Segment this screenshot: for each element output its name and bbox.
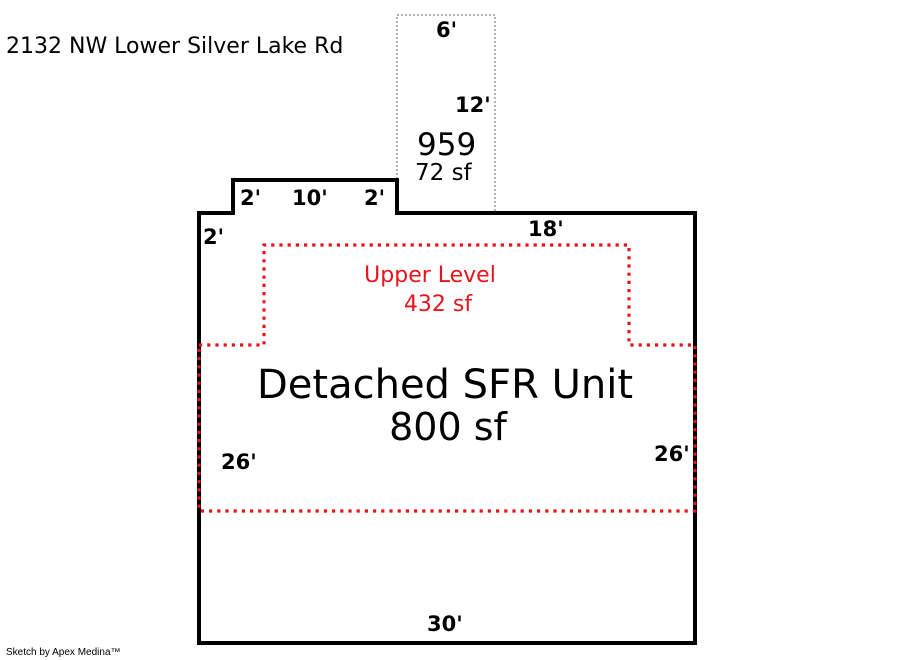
bump-right-dimension: 2' xyxy=(364,186,385,210)
bottom-dimension: 30' xyxy=(427,612,463,636)
addition-area: 72 sf xyxy=(415,160,473,186)
addition-id: 959 xyxy=(417,127,476,163)
main-unit-outline xyxy=(197,178,697,645)
property-address: 2132 NW Lower Silver Lake Rd xyxy=(6,34,343,59)
upper-level-label: Upper Level xyxy=(364,263,496,288)
addition-depth-dimension: 12' xyxy=(455,93,491,117)
left-offset-dimension: 2' xyxy=(203,225,224,249)
addition-width-dimension: 6' xyxy=(436,18,457,42)
left-side-dimension: 26' xyxy=(221,450,257,474)
main-unit-title: Detached SFR Unit xyxy=(257,362,633,408)
right-side-dimension: 26' xyxy=(654,442,690,466)
top-right-dimension: 18' xyxy=(528,217,564,241)
main-unit-area: 800 sf xyxy=(389,405,508,449)
sketch-credit: Sketch by Apex Medina™ xyxy=(6,647,121,658)
bump-left-dimension: 2' xyxy=(240,186,261,210)
upper-level-area: 432 sf xyxy=(404,292,473,317)
bump-top-dimension: 10' xyxy=(292,186,328,210)
